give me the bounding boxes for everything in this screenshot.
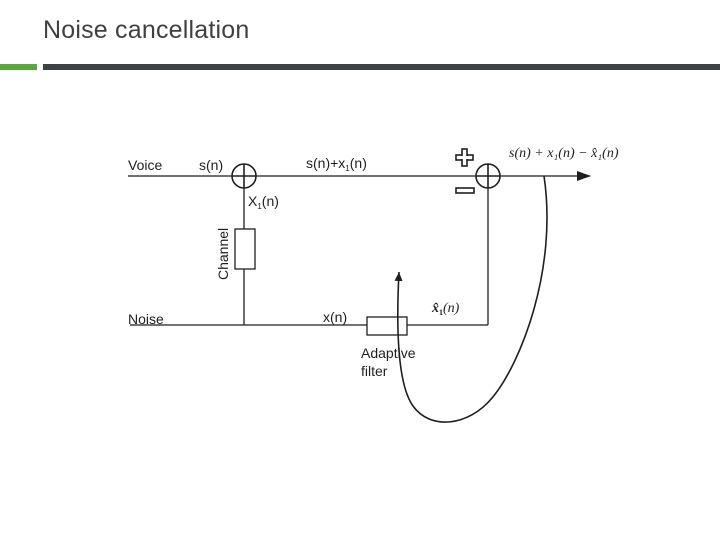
- summing-junction-1: [231, 163, 257, 189]
- minus-sign-icon: [455, 187, 475, 194]
- filter-label-line2: filter: [361, 363, 388, 379]
- filter-label-line1: Adaptive: [361, 345, 416, 361]
- output-label: s(n) + x₁(n) − x̂₁(n): [509, 146, 619, 161]
- signal-label: s(n): [199, 157, 223, 173]
- slide-title: Noise cancellation: [43, 16, 250, 44]
- noise-label: Noise: [128, 311, 164, 327]
- channel-label: Channel: [215, 228, 231, 280]
- estimate-label: x̂1(n): [431, 301, 460, 317]
- title-rule: [43, 64, 720, 70]
- title-rule-accent: [0, 64, 37, 70]
- adaptive-filter-block: [366, 316, 408, 336]
- summing-junction-2: [475, 163, 501, 189]
- mixed-signal-label: s(n)+x1(n): [306, 155, 367, 173]
- channel-output-label: X1(n): [248, 193, 279, 211]
- noise-input-label: x(n): [323, 309, 347, 325]
- voice-label: Voice: [128, 157, 162, 173]
- plus-sign-icon: [455, 148, 474, 167]
- channel-block: [234, 228, 256, 270]
- error-feedback-path: [394, 175, 548, 423]
